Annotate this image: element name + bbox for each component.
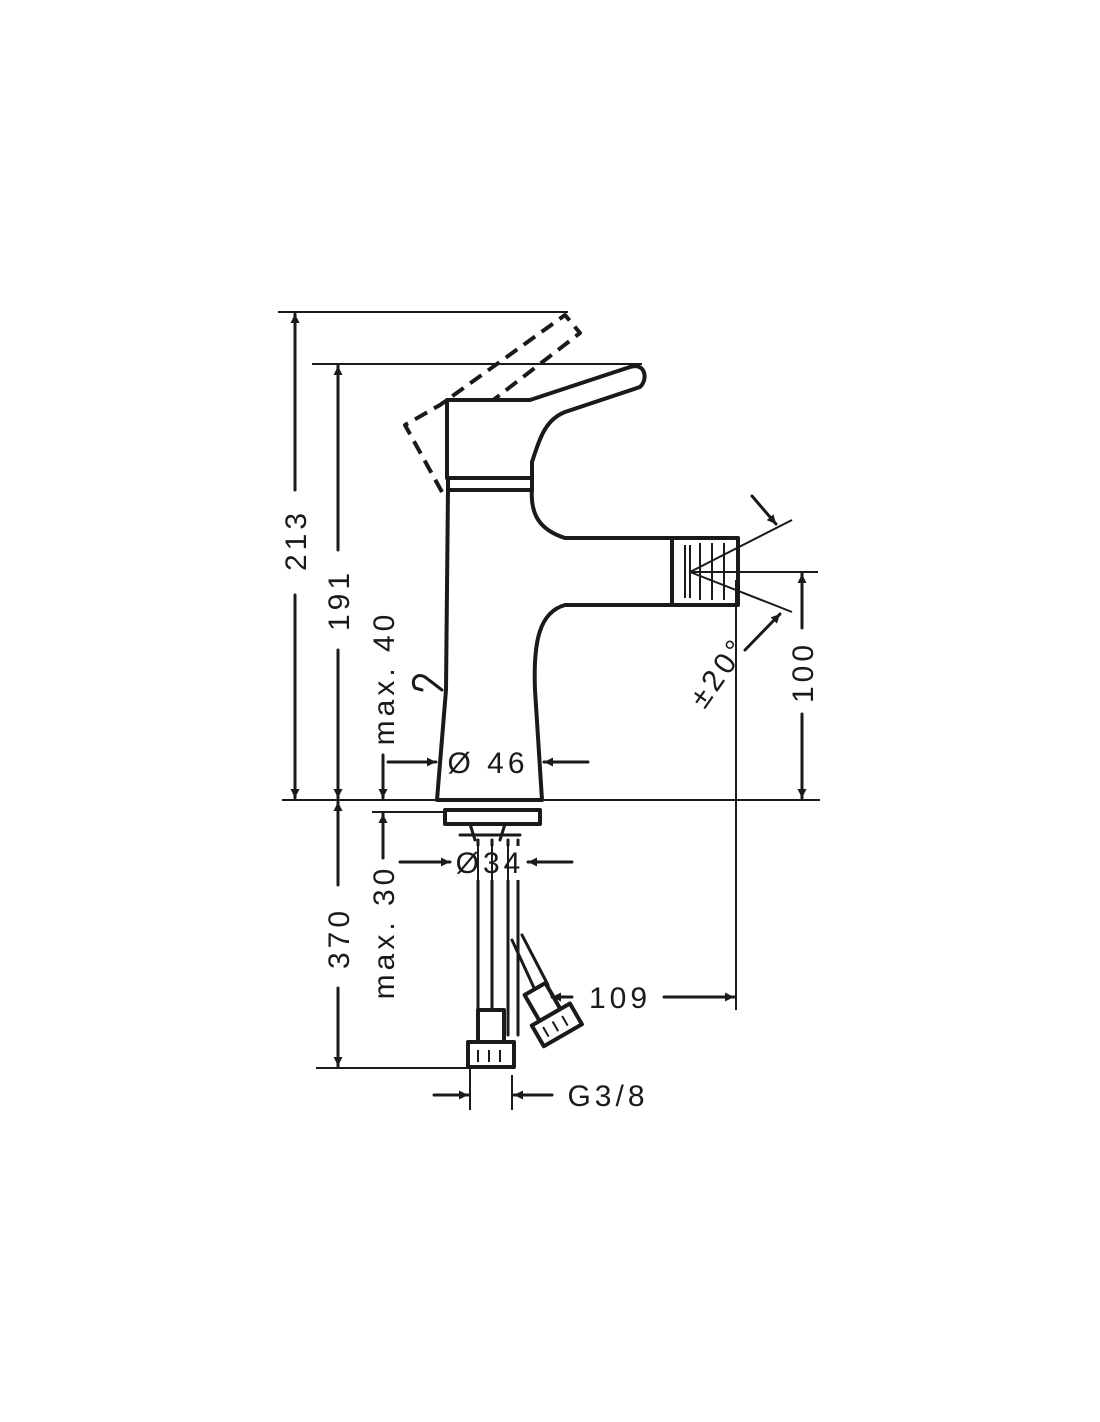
dimension-max-40-label: max. 40 xyxy=(368,611,401,746)
mounting-nut xyxy=(443,808,542,826)
dimension-100: 100 xyxy=(787,572,820,800)
dimension-diameter-34: Ø34 xyxy=(398,846,574,880)
dimension-100-label: 100 xyxy=(787,641,820,703)
mixer-body xyxy=(435,486,674,802)
dimension-max-30: max. 30 xyxy=(368,812,401,1000)
extension-lines xyxy=(278,311,820,1110)
dimension-diameter-46-label: Ø 46 xyxy=(447,747,528,780)
supply-hose-right xyxy=(510,933,550,992)
popup-waste-knob xyxy=(411,673,444,692)
dimension-diameter-34-label: Ø34 xyxy=(456,847,525,880)
dimension-109-label: 109 xyxy=(589,982,651,1015)
dimension-diameter-46: Ø 46 xyxy=(386,747,590,780)
dimension-370-label: 370 xyxy=(323,907,356,969)
supply-hose-left xyxy=(476,838,520,1037)
dimension-109: 109 xyxy=(550,982,736,1015)
dimension-g38-label: G3/8 xyxy=(567,1080,648,1113)
dimension-213-label: 213 xyxy=(280,509,313,571)
dimension-max-30-label: max. 30 xyxy=(368,865,401,1000)
dimension-g38: G3/8 xyxy=(432,1080,648,1113)
lever-tilted-position xyxy=(403,313,582,493)
dimension-191-label: 191 xyxy=(323,569,356,631)
hose-fitting-left xyxy=(466,1008,516,1069)
hose-fitting-right xyxy=(522,981,584,1049)
lever-handle xyxy=(445,364,647,480)
swivel-line-upper xyxy=(689,519,793,573)
dimension-370: 370 xyxy=(323,800,356,1068)
mounting-flange xyxy=(453,822,527,842)
swivel-line-lower xyxy=(689,571,793,613)
dimension-swivel-angle-label: ±20° xyxy=(683,631,755,714)
dimension-191: 191 xyxy=(323,364,356,800)
dimension-max-40: max. 40 xyxy=(368,611,401,800)
dimension-213: 213 xyxy=(280,312,313,800)
